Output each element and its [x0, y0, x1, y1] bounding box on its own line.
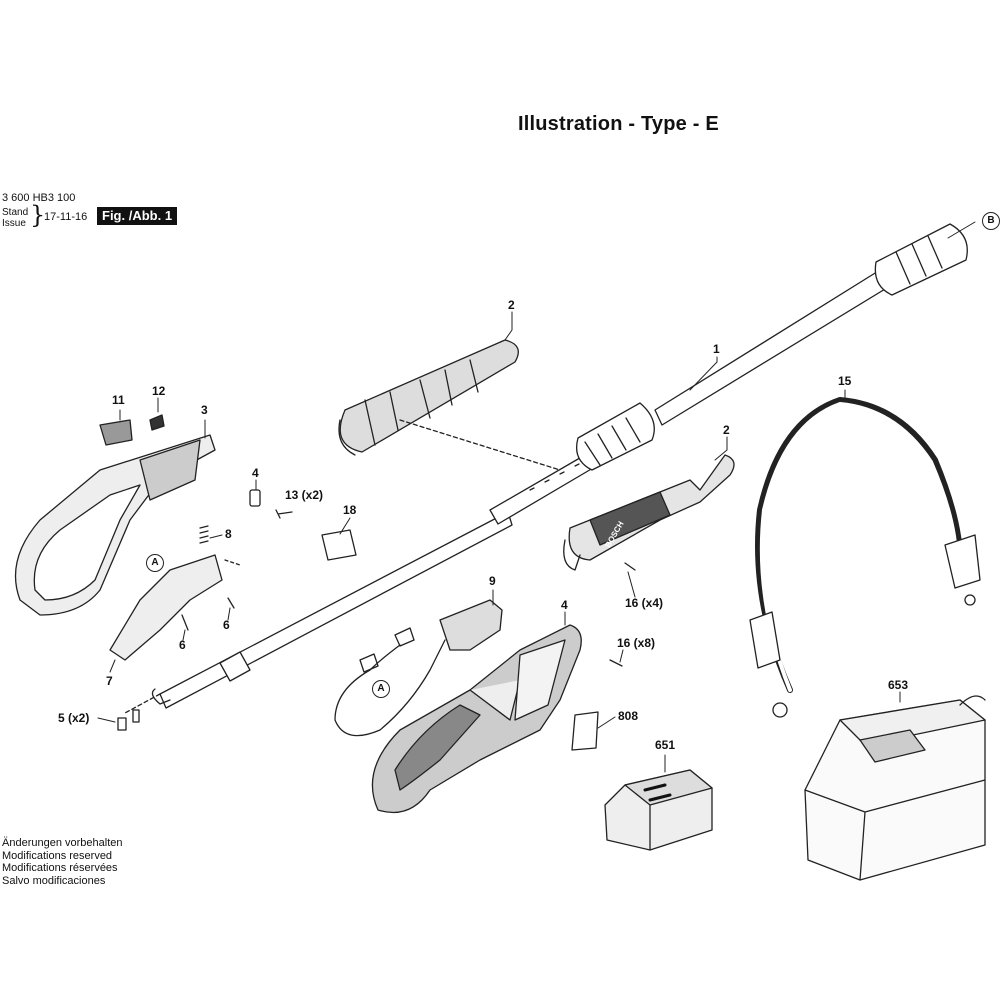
callout-3: 3 [201, 403, 208, 417]
callout-653: 653 [888, 678, 909, 692]
callout-651: 651 [655, 738, 676, 752]
part-16-screw-b [609, 659, 623, 667]
callout-2-top: 2 [508, 298, 515, 312]
battery-pack [604, 769, 713, 851]
callout-11: 11 [112, 393, 125, 407]
stand-label: Stand [2, 207, 29, 218]
callout-16-x4: 16 (x4) [625, 596, 664, 610]
note-spanish: Salvo modificaciones [2, 874, 106, 887]
callout-4-left: 4 [252, 466, 259, 480]
part-6-pin-a [181, 614, 189, 631]
part-number: 3 600 HB3 100 [2, 192, 76, 204]
reference-a-marker-lower: A [372, 680, 390, 698]
leader-lines [97, 221, 976, 773]
charger [804, 695, 986, 881]
part-8-spring [199, 525, 209, 544]
callout-808: 808 [618, 709, 639, 723]
part-18-label [321, 529, 357, 561]
part-4-clip [249, 489, 261, 507]
switch-module [334, 599, 503, 737]
part-16-screw-a [624, 562, 636, 571]
collar-right [563, 454, 735, 571]
reference-b-marker: B [982, 212, 1000, 230]
callout-4-right: 4 [561, 598, 568, 612]
part-6-pin-b [227, 597, 235, 609]
note-german: Änderungen vorbehalten [2, 837, 123, 849]
callout-7: 7 [106, 674, 113, 688]
upper-handle [14, 414, 216, 616]
stand-issue-labels: Stand Issue [2, 207, 28, 229]
callout-13: 13 (x2) [285, 488, 324, 502]
note-french: Modifications réservées [2, 862, 118, 874]
issue-label: Issue [2, 218, 26, 229]
illustration-title: Illustration - Type - E [518, 113, 719, 135]
callout-1: 1 [713, 342, 720, 356]
shoulder-strap [749, 397, 981, 718]
callout-18: 18 [343, 503, 357, 517]
callout-5: 5 (x2) [58, 711, 90, 725]
part-5-screw [117, 709, 140, 731]
part-808-label [571, 711, 599, 751]
callout-12: 12 [152, 384, 166, 398]
reference-a-marker-upper: A [146, 554, 164, 572]
issue-date: 17-11-16 [44, 211, 88, 223]
telescopic-pole [124, 223, 968, 714]
note-english: Modifications reserved [2, 849, 113, 862]
figure-badge: Fig. /Abb. 1 [97, 207, 178, 225]
modification-notes: Änderungen vorbehalten Modifications res… [2, 837, 122, 887]
collar-top [338, 339, 561, 471]
callout-2-right: 2 [723, 423, 730, 437]
lower-handle [371, 624, 582, 814]
part-13-screw [275, 509, 293, 519]
trigger-lever [109, 554, 241, 661]
brace-icon: } [30, 201, 46, 229]
callout-9: 9 [489, 574, 496, 588]
callout-8: 8 [225, 527, 232, 541]
callout-6-a: 6 [179, 638, 186, 652]
callout-15: 15 [838, 374, 852, 388]
callout-6-b: 6 [223, 618, 230, 632]
callout-16-x8: 16 (x8) [617, 636, 656, 650]
